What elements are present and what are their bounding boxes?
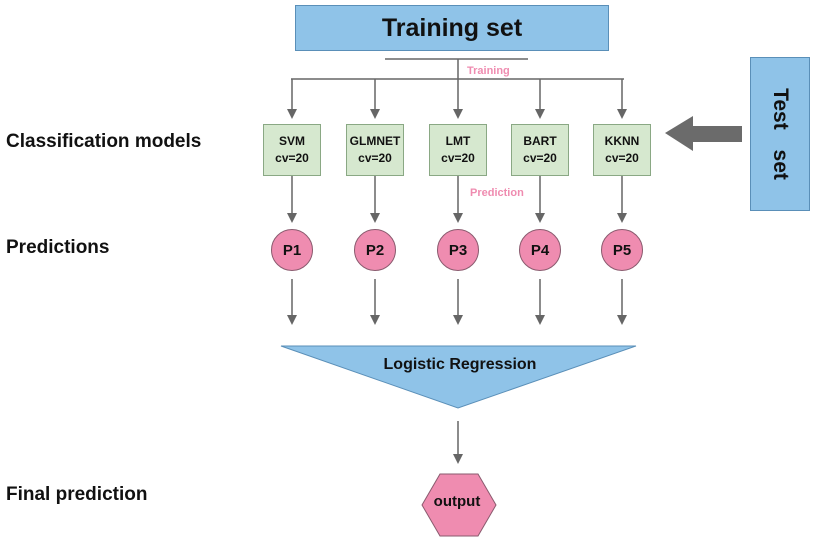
model-bart: BART cv=20	[511, 124, 569, 176]
prediction-note: Prediction	[470, 187, 524, 199]
model-cv: cv=20	[358, 151, 392, 165]
prediction-p3: P3	[437, 229, 479, 271]
prediction-p1: P1	[271, 229, 313, 271]
model-cv: cv=20	[605, 151, 639, 165]
prediction-p4: P4	[519, 229, 561, 271]
model-name: SVM	[278, 134, 305, 148]
prediction-arrows	[287, 176, 627, 223]
prediction-p5: P5	[601, 229, 643, 271]
prediction-p2: P2	[354, 229, 396, 271]
model-cv: cv=20	[441, 151, 475, 165]
model-name: KKNN	[604, 134, 640, 148]
model-name: GLMNET	[349, 134, 401, 148]
logistic-regression-shape	[280, 345, 637, 409]
final-prediction-label: Final prediction	[6, 484, 148, 505]
classification-models-label: Classification models	[6, 131, 202, 152]
model-kknn: KKNN cv=20	[593, 124, 651, 176]
output-label: output	[433, 493, 481, 510]
output-hexagon	[421, 473, 497, 537]
model-lmt: LMT cv=20	[429, 124, 487, 176]
model-cv: cv=20	[523, 151, 557, 165]
model-cv: cv=20	[275, 151, 309, 165]
predictions-label: Predictions	[6, 237, 110, 258]
test-set-arrow	[665, 116, 742, 151]
training-note: Training	[467, 65, 510, 77]
training-set-label: Training set	[381, 13, 523, 42]
logistic-regression-label: Logistic Regression	[383, 356, 537, 373]
to-regression-arrows	[287, 279, 627, 325]
model-name: LMT	[445, 134, 471, 148]
training-set-box: Training set	[295, 5, 609, 51]
model-name: BART	[523, 134, 557, 148]
model-glmnet: GLMNET cv=20	[346, 124, 404, 176]
training-arrows	[287, 79, 627, 119]
test-set-label: Test set	[769, 88, 792, 180]
test-set-box: Test set	[750, 57, 810, 211]
model-svm: SVM cv=20	[263, 124, 321, 176]
